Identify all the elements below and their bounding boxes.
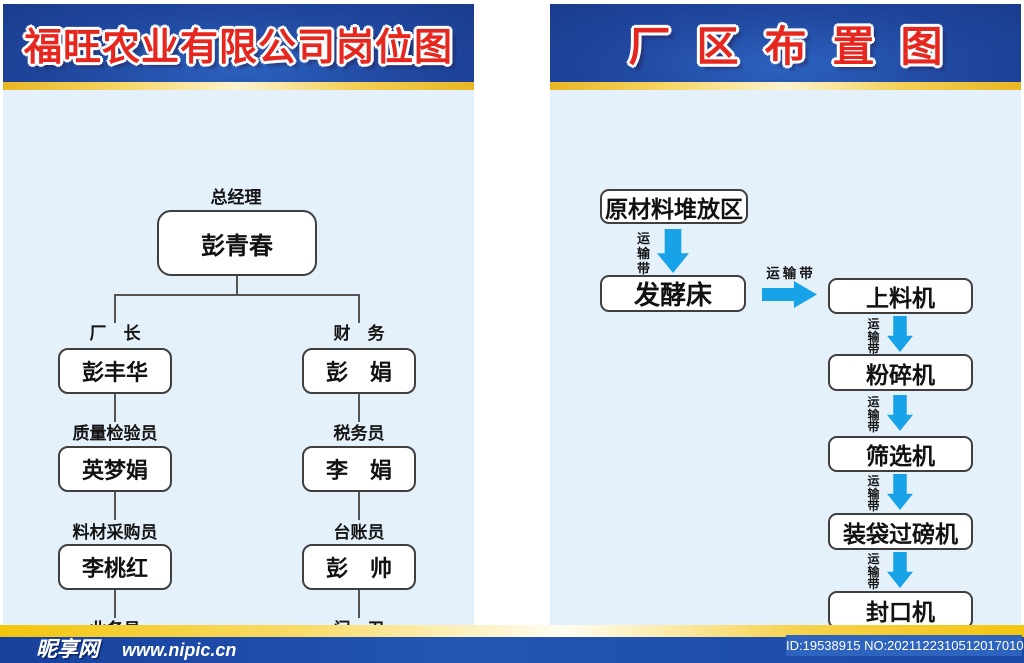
footer-gold-stripe: [0, 625, 1024, 637]
role-label-finance: 财 务: [333, 324, 385, 343]
conveyor-arrow-down-icon: [887, 474, 913, 510]
org-panel-header: 福旺农业有限公司岗位图: [3, 4, 474, 82]
nipic-logo: 昵享网: [36, 638, 99, 661]
conveyor-arrow-down-icon: [887, 316, 913, 352]
flow-box-feeder: 上料机: [828, 278, 973, 314]
flow-box-bagging-weighing: 装袋过磅机: [828, 513, 973, 550]
org-box-factory-director: 彭丰华: [58, 348, 172, 394]
factory-layout-panel: 厂区布置图 原材料堆放区 运输带 发酵床 运输带 上料机 运输带 粉碎机 运输带…: [550, 4, 1021, 663]
connector-line: [114, 394, 116, 422]
org-box-ledger-keeper: 彭 帅: [302, 544, 416, 590]
org-panel-title: 福旺农业有限公司岗位图: [23, 26, 453, 69]
conveyor-belt-label: 运输带: [867, 552, 880, 591]
image-id-badge: ID:19538915 NO:20211223105120170104: [786, 635, 1024, 656]
gold-divider: [550, 82, 1021, 90]
factory-flow-body: 原材料堆放区 运输带 发酵床 运输带 上料机 运输带 粉碎机 运输带 筛选机 运…: [550, 90, 1021, 663]
connector-line: [358, 492, 360, 520]
org-box-quality-inspector: 英梦娟: [58, 446, 172, 492]
connector-line: [358, 394, 360, 422]
conveyor-arrow-down-icon: [657, 229, 689, 273]
connector-line: [114, 294, 116, 323]
org-box-material-buyer: 李桃红: [58, 544, 172, 590]
conveyor-belt-label: 运输带: [867, 317, 880, 356]
conveyor-belt-label: 运输带: [867, 395, 880, 434]
conveyor-arrow-down-icon: [887, 552, 913, 588]
conveyor-arrow-right-icon: [762, 281, 817, 308]
flow-box-screener: 筛选机: [828, 436, 973, 472]
role-label-material-buyer: 料材采购员: [72, 523, 158, 542]
role-label-tax-officer: 税务员: [333, 424, 385, 443]
connector-line: [358, 590, 360, 618]
connector-line: [114, 294, 360, 296]
role-label-ledger-keeper: 台账员: [333, 523, 385, 542]
flow-box-sealer: 封口机: [828, 591, 973, 629]
connector-line: [114, 590, 116, 618]
flow-box-crusher: 粉碎机: [828, 354, 973, 391]
org-box-finance: 彭 娟: [302, 348, 416, 394]
connector-line: [114, 492, 116, 520]
org-box-tax-officer: 李 娟: [302, 446, 416, 492]
conveyor-arrow-down-icon: [887, 395, 913, 431]
layout-panel-header: 厂区布置图: [550, 4, 1021, 82]
role-label-general-manager: 总经理: [210, 188, 262, 207]
org-chart-body: 总经理 彭青春 厂 长 彭丰华 质量检验员 英梦娟 料材采购员 李桃红 业务员 …: [3, 90, 474, 663]
conveyor-belt-label: 运输带: [766, 266, 816, 281]
role-label-quality-inspector: 质量检验员: [72, 424, 158, 443]
flow-box-fermentation-bed: 发酵床: [600, 275, 746, 312]
site-url: www.nipic.cn: [122, 640, 237, 660]
footer-bar: 昵享网 www.nipic.cn ID:19538915 NO:20211223…: [0, 635, 1024, 663]
flow-box-raw-material: 原材料堆放区: [600, 189, 748, 224]
layout-panel-title: 厂区布置图: [628, 22, 969, 70]
org-chart-panel: 福旺农业有限公司岗位图 总经理 彭青春 厂 长 彭丰华 质量检验员 英梦娟 料材…: [3, 4, 474, 663]
gold-divider: [3, 82, 474, 90]
org-box-general-manager: 彭青春: [157, 210, 317, 276]
connector-line: [358, 294, 360, 323]
conveyor-belt-label: 运输带: [867, 474, 880, 513]
conveyor-belt-label: 运输带: [636, 231, 650, 276]
connector-line: [236, 276, 238, 295]
role-label-factory-director: 厂 长: [89, 324, 141, 343]
